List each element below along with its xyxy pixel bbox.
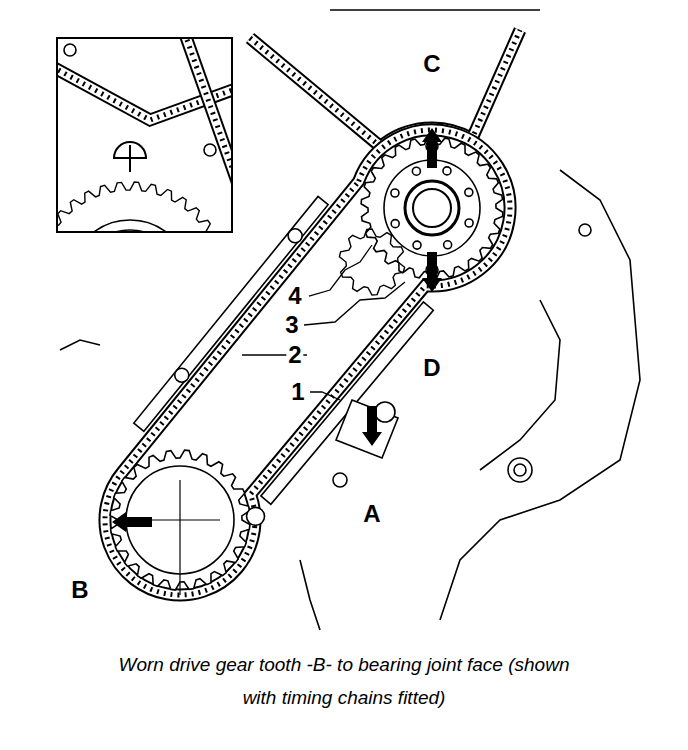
bolt <box>288 229 302 243</box>
tensioner-rail <box>261 302 433 504</box>
hole <box>444 241 452 249</box>
chain <box>180 39 231 190</box>
tensioner <box>336 400 398 458</box>
hole <box>391 189 399 197</box>
centre-line <box>179 480 180 595</box>
hole <box>465 219 473 227</box>
chain-link <box>250 30 520 147</box>
gear-hub <box>384 160 480 256</box>
pointer-arrow <box>112 512 152 532</box>
chain <box>250 30 520 147</box>
casing-outline <box>60 340 100 350</box>
intermediate-gear <box>339 229 404 295</box>
leader-line <box>310 392 340 400</box>
caption: Worn drive gear tooth -B- to bearing joi… <box>109 648 579 714</box>
bolt <box>579 224 591 236</box>
bolt <box>175 368 189 382</box>
callout-letter: C <box>421 52 442 76</box>
hub-detail <box>70 220 190 231</box>
casing-outline <box>330 9 540 11</box>
leader-line <box>309 245 372 296</box>
bolt <box>508 458 532 482</box>
chain <box>250 30 520 147</box>
callout-letter: A <box>361 502 382 526</box>
bolt <box>333 473 347 487</box>
callout-number: 4 <box>286 284 303 308</box>
bolt <box>514 464 526 476</box>
hole <box>204 144 216 156</box>
hole <box>443 167 451 175</box>
pointer-arrow <box>422 252 442 292</box>
callout-letter: D <box>421 356 442 380</box>
hub-detail <box>80 230 180 231</box>
callout-number: 2 <box>286 343 303 367</box>
hole <box>64 44 76 56</box>
casing-outline <box>480 300 560 470</box>
tensioner-bolt <box>375 402 395 422</box>
chain-link <box>180 39 231 190</box>
hole <box>412 167 420 175</box>
bore <box>405 181 459 235</box>
sprocket-detail <box>58 182 228 231</box>
hole <box>413 241 421 249</box>
callout-letter: B <box>69 578 90 602</box>
bore <box>413 189 451 227</box>
pointer-arrow <box>362 406 382 446</box>
leader-line <box>304 282 405 325</box>
chain <box>180 39 231 190</box>
casing-outline <box>300 560 320 630</box>
callout-number: 1 <box>289 380 306 404</box>
hole <box>391 220 399 228</box>
timing-mark-detail <box>129 145 131 172</box>
callout-number: 3 <box>283 313 300 337</box>
pivot-bolt <box>247 507 265 525</box>
pointer-arrow <box>422 128 442 168</box>
hole <box>465 188 473 196</box>
